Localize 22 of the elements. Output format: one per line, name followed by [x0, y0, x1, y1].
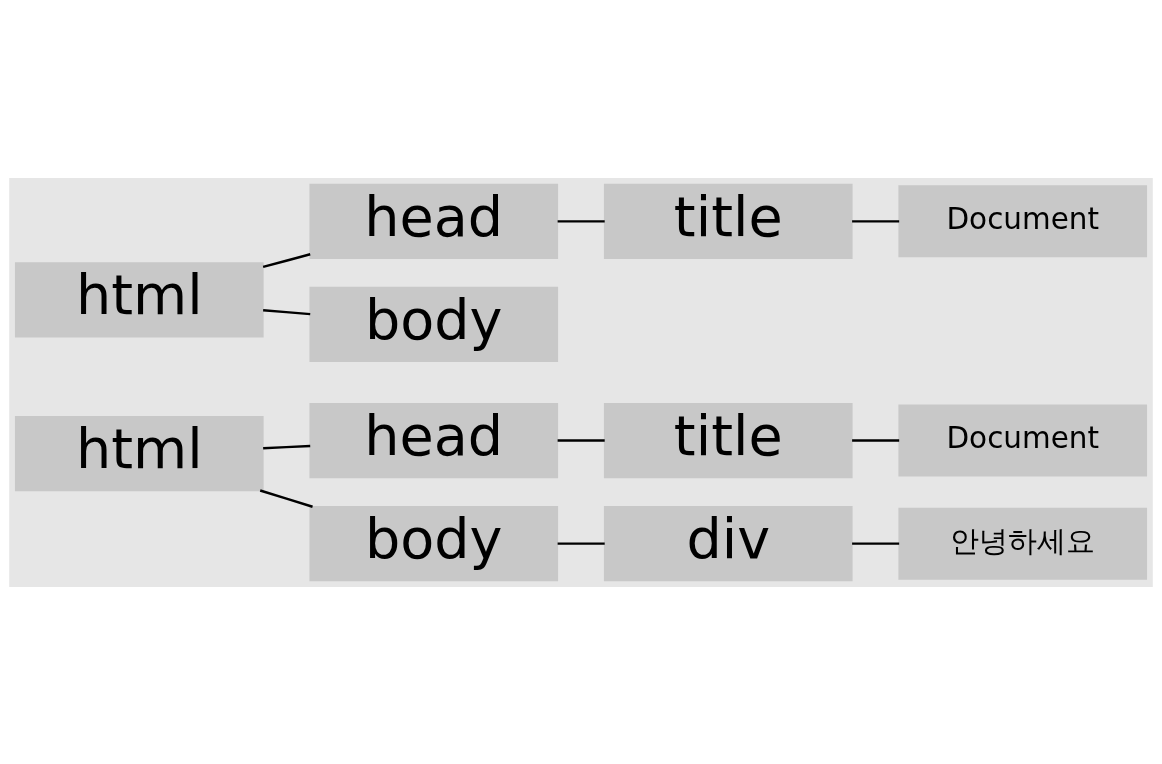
connector: [557, 438, 605, 442]
connector: [852, 541, 900, 545]
connector: [852, 219, 900, 223]
node-box: Document: [898, 404, 1148, 477]
node-box: body: [309, 505, 559, 581]
connector: [263, 308, 311, 315]
connector: [557, 541, 605, 545]
connector: [852, 438, 900, 442]
node-box: title: [603, 183, 853, 259]
node-box: div: [603, 505, 853, 581]
connector: [557, 219, 605, 223]
node-box: html: [14, 261, 264, 337]
node-box: title: [603, 402, 853, 478]
node-box: head: [309, 183, 559, 259]
connector: [259, 488, 313, 508]
node-box: body: [309, 286, 559, 362]
node-box: head: [309, 402, 559, 478]
connector: [262, 252, 311, 268]
node-box: Document: [898, 184, 1148, 257]
node-box: html: [14, 415, 264, 491]
connector: [263, 444, 311, 449]
node-box: 안녕하세요: [898, 507, 1148, 580]
